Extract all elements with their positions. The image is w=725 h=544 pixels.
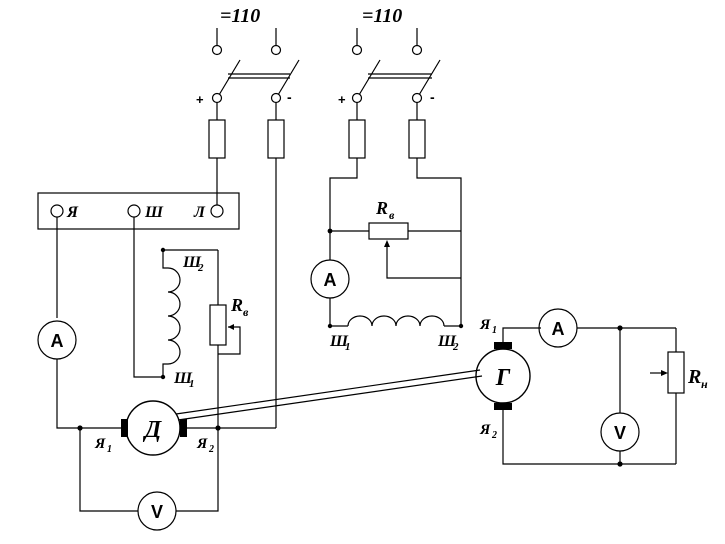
motor-field-rheostat: R в [209,250,249,428]
generator-voltmeter-symbol: V [614,423,626,443]
svg-text:1: 1 [492,325,497,336]
supply-2-minus-output-terminal [411,92,423,104]
terminal-l-label: Л [193,204,206,221]
motor-brush-ya1-label: Я [94,436,106,452]
svg-text:н: н [701,377,708,391]
generator-rheostat-label: R [375,198,388,218]
shaft-coupling [175,369,481,415]
motor-brush-ya2-label: Я [196,436,208,452]
terminal-sh[interactable] [127,204,141,218]
terminal-board-frame [37,192,240,230]
generator: Г Я 1 Я 2 [475,317,531,441]
svg-text:в: в [389,208,395,222]
motor-ammeter-symbol: A [51,331,64,351]
terminal-l[interactable] [210,204,224,218]
motor-armature-ammeter: A [37,320,77,360]
terminal-board: Я Ш Л [37,192,240,230]
svg-text:2: 2 [452,341,459,353]
generator-field-ammeter-symbol: A [324,270,337,290]
svg-text:1: 1 [107,444,112,455]
supply-1-fuse-plus [208,119,226,159]
supply-1-plus-input-terminal [211,44,223,56]
motor-voltmeter-symbol: V [151,502,163,522]
generator-brush-ya2-label: Я [479,422,491,438]
supply-1-fuse-minus [267,119,285,159]
terminal-sh-label: Ш [144,204,164,221]
terminal-ya[interactable] [50,204,64,218]
generator-voltmeter: V [600,328,640,464]
motor-voltmeter: V [79,428,219,531]
motor: Д Я 1 Я 2 [94,400,214,456]
generator-field-sh2-label: Ш [437,333,457,350]
supply-1-voltage-label: =110 [220,5,260,27]
motor-label: Д [143,417,163,443]
generator-field-winding: Ш 1 Ш 2 [327,231,464,353]
motor-rheostat-slider-arrow-icon[interactable] [228,324,234,330]
generator-brush-ya1 [494,342,512,349]
svg-text:1: 1 [345,341,351,353]
generator-field-sh1-label: Ш [329,333,349,350]
svg-text:1: 1 [189,378,195,390]
supply-2-minus-input-terminal [411,44,423,56]
motor-field-sh2-label: Ш [182,254,202,271]
motor-field-winding: Ш 2 Ш 1 [160,247,204,390]
load-rheostat-label: R [687,366,701,388]
load-rheostat-slider-arrow-icon[interactable] [661,370,668,376]
load-rheostat: R н [650,328,708,464]
motor-field-sh1-label: Ш [173,370,193,387]
generator-rheostat-slider-arrow-icon[interactable] [384,240,390,247]
supply-1-plus-sign: + [196,92,204,107]
svg-text:2: 2 [208,444,214,455]
motor-rheostat-label: R [230,295,243,315]
motor-brush-ya1 [121,419,128,437]
supply-1-minus-input-terminal [270,44,282,56]
supply-2-plus-sign: + [338,92,346,107]
generator-label: Г [495,365,511,391]
supply-2-plus-input-terminal [351,44,363,56]
generator-brush-ya1-label: Я [479,317,491,333]
supply-2-minus-sign: - [430,89,435,105]
terminal-ya-label: Я [66,204,79,221]
generator-field-ammeter: A [310,231,350,326]
supply-2-plus-output-terminal [351,92,363,104]
svg-text:в: в [243,305,249,319]
supply-1-minus-sign: - [287,89,292,105]
generator-field-rheostat: R в [327,198,461,279]
supply-2-voltage-label: =110 [362,5,402,27]
generator-ammeter: A [538,308,578,348]
supply-1-plus-output-terminal [211,92,223,104]
generator-ammeter-symbol: A [552,319,565,339]
generator-brush-ya2 [494,403,512,410]
motor-brush-ya2 [180,419,187,437]
supply-1-minus-output-terminal [270,92,282,104]
supply-2-fuse-plus [348,119,366,159]
supply-2: =110 + - [329,5,462,231]
svg-text:2: 2 [491,430,497,441]
svg-text:2: 2 [197,262,204,274]
supply-2-fuse-minus [408,119,426,159]
supply-1: =110 + - [196,5,300,428]
